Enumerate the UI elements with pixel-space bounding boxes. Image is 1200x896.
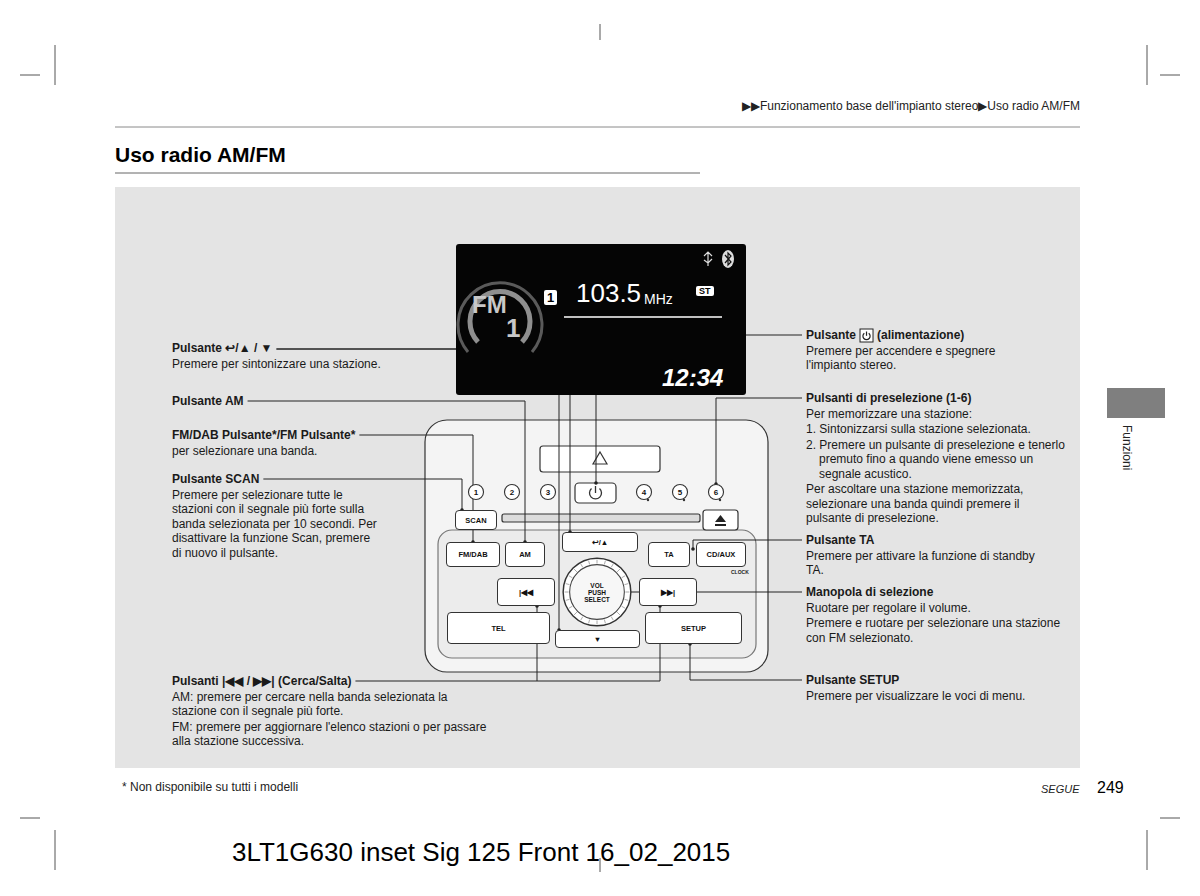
button-text: ↩/▲ — [592, 538, 609, 547]
ta-button: TA — [648, 542, 690, 567]
leader-line — [690, 644, 802, 680]
button-text: 4 — [642, 488, 646, 497]
callout-text: Premere per sintonizzare una stazione. — [172, 357, 472, 372]
callout-step: 2. Premere un pulsante di preselezione e… — [806, 438, 1070, 482]
button-text: FM/DAB — [458, 550, 487, 559]
callout-text: AM: premere per cercare nella banda sele… — [172, 690, 494, 719]
scan-button: SCAN — [455, 510, 497, 530]
figure-panel — [115, 187, 1080, 768]
power-icon — [860, 329, 873, 342]
button-text: VOL PUSH SELECT — [583, 582, 611, 603]
header-rule — [115, 127, 1080, 128]
preset-button: 4 — [636, 484, 652, 500]
section-tab — [1107, 388, 1165, 418]
leader-line — [716, 398, 802, 484]
preset-button: 5 — [672, 484, 688, 500]
callout-text: Per ascoltare una stazione memorizzata, … — [806, 482, 1068, 526]
button-text: AM — [519, 550, 531, 559]
button-text: |◀◀ — [519, 588, 533, 597]
display-frequency: 103.5 — [576, 278, 641, 308]
callout-text: Per memorizzare una stazione: — [806, 407, 1068, 422]
page-title: Uso radio AM/FM — [115, 142, 286, 168]
button-text: 5 — [678, 488, 682, 497]
button-text: 3 — [546, 488, 550, 497]
callout-text: Premere per accendere e spegnere l'impia… — [806, 344, 1046, 373]
callout-heading: (alimentazione) — [877, 328, 964, 343]
cd-aux-button: CD/AUX — [696, 542, 746, 567]
display-clock: 12:34 — [662, 364, 723, 392]
display-band-number: 1 — [506, 314, 520, 342]
page-number: 249 — [1097, 779, 1124, 797]
callout-heading: Pulsante AM — [172, 394, 244, 409]
preset-button: 3 — [540, 484, 556, 500]
leader-dot — [691, 547, 695, 551]
callout-heading: FM/DAB Pulsante*/FM Pulsante* — [172, 428, 355, 443]
crop-marks — [20, 24, 1180, 872]
button-text: TA — [664, 550, 673, 559]
inline-icons — [860, 329, 873, 342]
callout-text: per selezionare una banda. — [172, 444, 432, 459]
seek-down-button: |◀◀ — [497, 578, 555, 606]
preset-button: 2 — [504, 484, 520, 500]
button-text: ▶▶| — [661, 588, 675, 597]
breadcrumb: ▶▶Funzionamento base dell'impianto stere… — [742, 99, 1080, 114]
display-band: FM — [472, 292, 507, 318]
button-text: CD/AUX — [707, 550, 736, 559]
callout-heading: Pulsanti |◀◀ / ▶▶| (Cerca/Salta) — [172, 674, 351, 689]
button-text: 1 — [474, 488, 478, 497]
callout-step: 1. Sintonizzarsi sulla stazione selezion… — [806, 422, 1070, 437]
callout-text: FM: premere per aggiornare l'elenco staz… — [172, 720, 494, 749]
callout-text: Premere per visualizzare le voci di menu… — [806, 689, 1068, 704]
callout-text: Premere e ruotare per selezionare una st… — [806, 616, 1068, 645]
callout-heading: Pulsante TA — [806, 533, 874, 548]
tel-button: TEL — [447, 612, 550, 644]
callout-heading: Pulsante — [806, 328, 856, 343]
am-button: AM — [505, 542, 545, 567]
callout-heading: Pulsante SCAN — [172, 472, 259, 487]
print-slug: 3LT1G630 inset Sig 125 Front 16_02_2015 — [232, 837, 730, 867]
leader-dot — [594, 481, 598, 485]
tune-up-button: ↩/▲ — [562, 532, 638, 552]
callout-text: Premere per selezionare tutte le stazion… — [172, 488, 380, 561]
button-text: SCAN — [465, 516, 486, 525]
button-text: SETUP — [681, 624, 706, 633]
callout-heading: Pulsante SETUP — [806, 673, 899, 688]
setup-button: SETUP — [645, 612, 742, 644]
button-text: 2 — [510, 488, 514, 497]
callout-heading: Manopola di selezione — [806, 585, 933, 600]
selector-knob: VOL PUSH SELECT — [561, 556, 633, 628]
band-button: FM/DAB — [446, 542, 500, 567]
footnote: * Non disponibile su tutti i modelli — [122, 780, 298, 795]
button-caption: CLOCK — [731, 569, 749, 575]
display-preset: 1 — [544, 290, 557, 305]
preset-button: 6 — [708, 484, 724, 500]
continued-note: SEGUE — [1041, 782, 1080, 796]
callout-heading: Pulsanti di preselezione (1-6) — [806, 391, 971, 406]
button-text: 6 — [714, 488, 718, 497]
display-unit: MHz — [644, 291, 673, 307]
display-stereo: ST — [696, 286, 714, 296]
title-rule — [115, 173, 700, 174]
seek-up-button: ▶▶| — [639, 578, 697, 606]
button-text: ▼ — [594, 635, 601, 644]
callout-text: Ruotare per regolare il volume. — [806, 601, 1068, 616]
button-text: TEL — [491, 624, 505, 633]
tune-down-button: ▼ — [555, 630, 640, 648]
callout-text: Premere per attivare la funzione di stan… — [806, 549, 1046, 578]
preset-button: 1 — [468, 484, 484, 500]
section-tab-label: Funzioni — [1120, 425, 1135, 470]
callout-heading: Pulsante ↩/▲ / ▼ — [172, 341, 272, 356]
radio-display: FM11103.5MHzST12:34 — [456, 244, 746, 395]
